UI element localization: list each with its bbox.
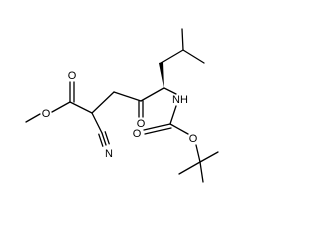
atom-labels: O O N O NH O O: [42, 70, 198, 160]
bond-ch2-ketone: [113, 91, 142, 102]
bond-nh-carbamate: [169, 105, 177, 125]
bonds: [25, 28, 219, 183]
bond-carbamate-o-2: [144, 127, 172, 135]
bond-nitrile-2: [98, 133, 104, 147]
bond-tbu-me1: [178, 161, 201, 175]
bond-ketone-chiral: [140, 87, 165, 102]
bond-chiral-ch2-wedge: [159, 62, 164, 88]
bond-nitrile-3: [104, 131, 110, 145]
bond-o-carbonyl: [51, 101, 71, 113]
atom-o-ester: O: [68, 70, 77, 82]
bond-ch-me2: [182, 49, 205, 64]
bond-tbu-me3: [199, 161, 204, 183]
bond-ch2-ch: [160, 49, 184, 64]
bond-carbamate-o-1: [143, 123, 171, 131]
atom-n-nitrile: N: [105, 148, 113, 160]
bond-ester-alpha: [69, 101, 93, 114]
atom-o-ketone: O: [137, 118, 146, 130]
bond-o-tbu: [195, 144, 201, 163]
atom-o-tbu: O: [189, 133, 198, 145]
bond-alpha-ch2: [91, 91, 115, 114]
bond-chiral-nh: [163, 87, 177, 95]
atom-o-carbamate: O: [133, 128, 142, 140]
atom-nh: NH: [172, 94, 188, 106]
bond-alpha-cn: [91, 112, 103, 134]
bond-methyl-o: [25, 113, 41, 123]
bond-tbu-me2: [199, 151, 219, 163]
atom-o-methoxy: O: [42, 108, 51, 120]
bond-carbamate-otbu: [169, 123, 189, 135]
bond-nitrile-1: [101, 132, 107, 146]
bond-ch-me1: [181, 28, 184, 51]
chemical-structure: O O N O NH O O: [25, 28, 219, 183]
